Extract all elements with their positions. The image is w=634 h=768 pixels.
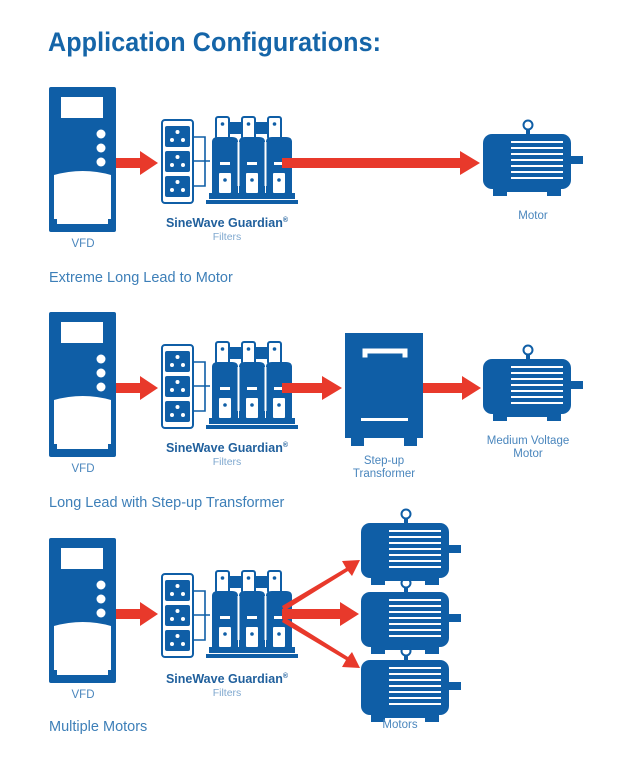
config-3 <box>49 508 462 723</box>
filter-label: Filters <box>212 687 242 699</box>
config-1 <box>49 87 584 232</box>
config-2 <box>49 312 584 457</box>
vfd-label: VFD <box>71 463 95 475</box>
motor-icon <box>360 577 462 655</box>
motor-icon <box>360 645 462 723</box>
filter-brand-label: SineWave Guardian® <box>152 672 302 686</box>
transformer-icon <box>344 332 424 447</box>
filter-brand-label: SineWave Guardian® <box>152 216 302 230</box>
arrow-icon <box>116 376 158 400</box>
filter-label: Filters <box>212 456 242 468</box>
vfd-icon <box>49 538 116 683</box>
transformer-label-line1: Step-up <box>363 455 405 467</box>
filter-label: Filters <box>212 231 242 243</box>
brand-name: SineWave Guardian <box>165 441 283 455</box>
arrow-icon <box>282 376 342 400</box>
motor-icon <box>482 119 584 197</box>
vfd-icon <box>49 87 116 232</box>
brand-name: SineWave Guardian <box>165 672 283 686</box>
registered-mark: ® <box>282 441 289 449</box>
page-title: Application Configurations: <box>48 27 382 57</box>
transformer-label-line2: Transformer <box>352 468 416 480</box>
config-caption: Long Lead with Step-up Transformer <box>49 495 285 511</box>
vfd-icon <box>49 312 116 457</box>
motor-label-line2: Motor <box>513 448 543 460</box>
arrow-icon <box>423 376 481 400</box>
config-caption: Extreme Long Lead to Motor <box>49 270 233 286</box>
filter-brand-label: SineWave Guardian® <box>152 441 302 455</box>
arrow-icon <box>116 602 158 626</box>
vfd-label: VFD <box>71 689 95 701</box>
sinewave-filter-icon <box>161 116 299 205</box>
arrow-icon <box>282 617 360 668</box>
motor-label: Motor <box>518 210 548 222</box>
motors-label: Motors <box>382 719 418 731</box>
registered-mark: ® <box>282 216 289 224</box>
sinewave-filter-icon <box>161 341 299 430</box>
config-caption: Multiple Motors <box>49 719 148 735</box>
arrow-icon <box>282 602 359 626</box>
arrow-icon <box>282 560 360 611</box>
lead-arrow-icon <box>282 151 480 175</box>
brand-name: SineWave Guardian <box>165 216 283 230</box>
motor-icon <box>482 344 584 422</box>
motor-label-line1: Medium Voltage <box>486 435 570 447</box>
motor-icon <box>360 508 462 586</box>
arrow-icon <box>116 151 158 175</box>
registered-mark: ® <box>282 672 289 680</box>
vfd-label: VFD <box>71 238 95 250</box>
sinewave-filter-icon <box>161 570 299 659</box>
